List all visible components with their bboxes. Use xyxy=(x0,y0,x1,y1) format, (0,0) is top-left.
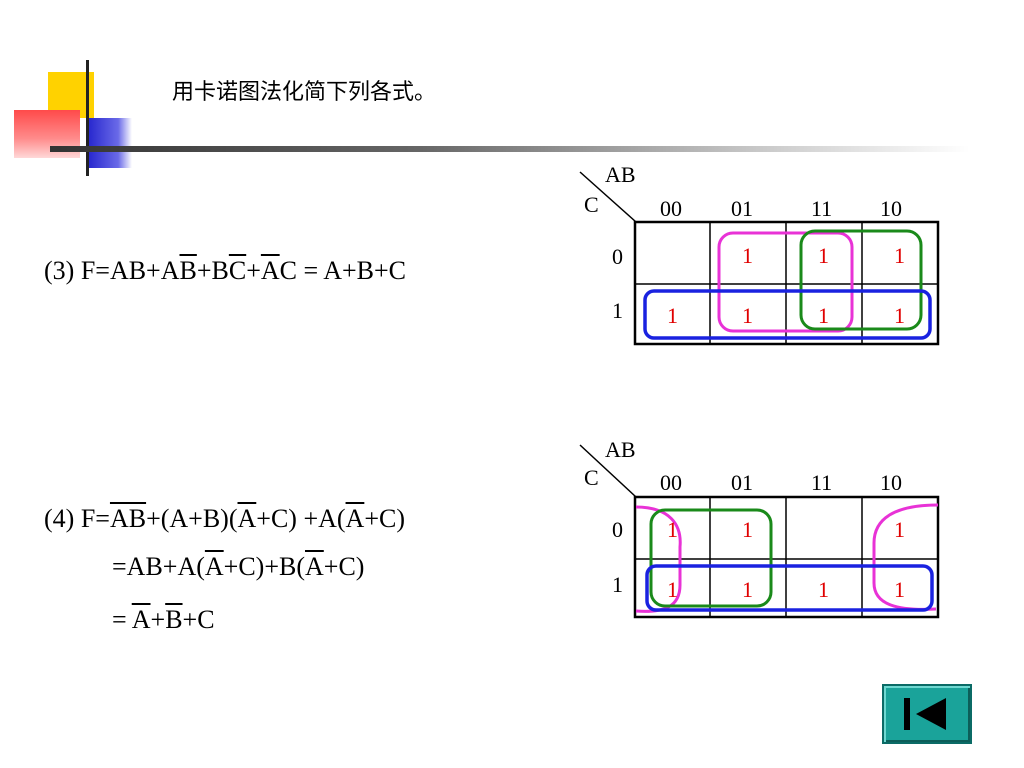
kmap1-row-header: 0 xyxy=(612,244,623,269)
eq4-part: +(A+B)( xyxy=(146,504,238,533)
kmap1-col-header: 11 xyxy=(811,196,833,221)
kmap2-cell: 1 xyxy=(894,576,905,602)
eq4-part: =AB+A( xyxy=(112,552,205,581)
eq4-part-overline: A xyxy=(305,552,324,581)
kmap2-cell xyxy=(786,501,861,558)
equation-4-line-3: = A+B+C xyxy=(112,605,215,635)
kmap1-group-magenta xyxy=(717,231,854,333)
equation-4-line-2: =AB+A(A+C)+B(A+C) xyxy=(112,552,364,582)
kmap2-cell: 1 xyxy=(667,576,678,602)
kmap2-cell: 1 xyxy=(894,516,905,542)
eq4-part: +C) xyxy=(323,552,365,581)
kmap2-col-header: 01 xyxy=(731,470,753,495)
kmap1-grid xyxy=(579,171,940,346)
kmap2-row-header: 0 xyxy=(612,517,623,542)
eq4-part-overline: A xyxy=(237,504,257,533)
karnaugh-map-2: AB C 00 01 11 10 0 1 1 1 1 1 1 1 1 xyxy=(574,435,944,625)
kmap1-corner-top: AB xyxy=(605,162,636,187)
eq4-part-overline: A xyxy=(131,605,151,634)
eq4-part-overline: B xyxy=(165,605,183,634)
eq4-part-overline: AB xyxy=(109,504,147,533)
kmap1-group-green xyxy=(799,229,923,331)
eq3-part: + xyxy=(246,256,261,285)
first-slide-icon xyxy=(904,698,946,730)
kmap2-col-header: 11 xyxy=(811,470,833,495)
kmap1-group-blue xyxy=(643,289,932,340)
kmap2-col-header: 00 xyxy=(660,470,682,495)
eq3-part-overline: A xyxy=(260,256,280,285)
kmap2-group-green xyxy=(649,508,773,608)
eq4-part: +C)+B( xyxy=(223,552,305,581)
kmap2-cell: 1 xyxy=(742,516,753,542)
decor-vertical-line xyxy=(86,60,89,176)
decor-blue-square xyxy=(86,118,132,168)
kmap2-corner-diagonal xyxy=(579,444,637,498)
kmap2-cell: 1 xyxy=(667,516,678,542)
kmap1-cell: 1 xyxy=(894,242,905,268)
kmap1-col-header: 10 xyxy=(880,196,902,221)
equation-4-line-1: (4) F=AB+(A+B)(A+C) +A(A+C) xyxy=(44,504,405,534)
eq3-part-overline: B xyxy=(179,256,197,285)
first-slide-button[interactable] xyxy=(882,684,972,744)
kmap2-cell: 1 xyxy=(818,576,829,602)
slide-title: 用卡诺图法化简下列各式。 xyxy=(172,80,437,105)
kmap2-cell: 1 xyxy=(742,576,753,602)
eq3-part: +B xyxy=(196,256,229,285)
title-divider xyxy=(50,146,970,152)
eq4-part: +C) +A( xyxy=(256,504,346,533)
kmap2-row-header: 1 xyxy=(612,572,623,597)
equation-3: (3) F=AB+AB+BC+AC = A+B+C xyxy=(44,256,406,286)
kmap1-cell xyxy=(635,227,710,284)
eq4-part: +C) xyxy=(364,504,405,533)
kmap2-corner-left: C xyxy=(584,465,599,490)
kmap1-corner-diagonal xyxy=(579,171,637,223)
kmap2-grid xyxy=(579,444,940,619)
kmap2-group-magenta-right xyxy=(872,503,939,611)
kmap1-row-header: 1 xyxy=(612,298,623,323)
kmap1-cell: 1 xyxy=(742,242,753,268)
kmap1-cell: 1 xyxy=(818,242,829,268)
karnaugh-map-1: AB C 00 01 11 10 0 1 1 1 1 1 1 1 1 xyxy=(574,160,944,350)
kmap1-col-header: 00 xyxy=(660,196,682,221)
eq4-part-overline: A xyxy=(345,504,365,533)
kmap1-cell: 1 xyxy=(818,302,829,328)
kmap2-corner-top: AB xyxy=(605,437,636,462)
kmap1-cell: 1 xyxy=(742,302,753,328)
eq4-part-overline: A xyxy=(204,552,224,581)
eq3-part: C = A+B+C xyxy=(279,256,407,285)
kmap1-col-header: 01 xyxy=(731,196,753,221)
eq4-part: (4) F= xyxy=(44,504,110,533)
kmap2-group-blue xyxy=(645,564,934,612)
eq4-part: + xyxy=(150,605,166,634)
kmap1-cell: 1 xyxy=(894,302,905,328)
eq3-part: (3) F=AB+A xyxy=(44,256,180,285)
eq4-part: = xyxy=(112,605,132,634)
kmap1-corner-left: C xyxy=(584,192,599,217)
eq4-part: +C xyxy=(182,605,215,634)
kmap2-col-header: 10 xyxy=(880,470,902,495)
eq3-part-overline: C xyxy=(228,256,247,285)
kmap1-cell: 1 xyxy=(667,302,678,328)
